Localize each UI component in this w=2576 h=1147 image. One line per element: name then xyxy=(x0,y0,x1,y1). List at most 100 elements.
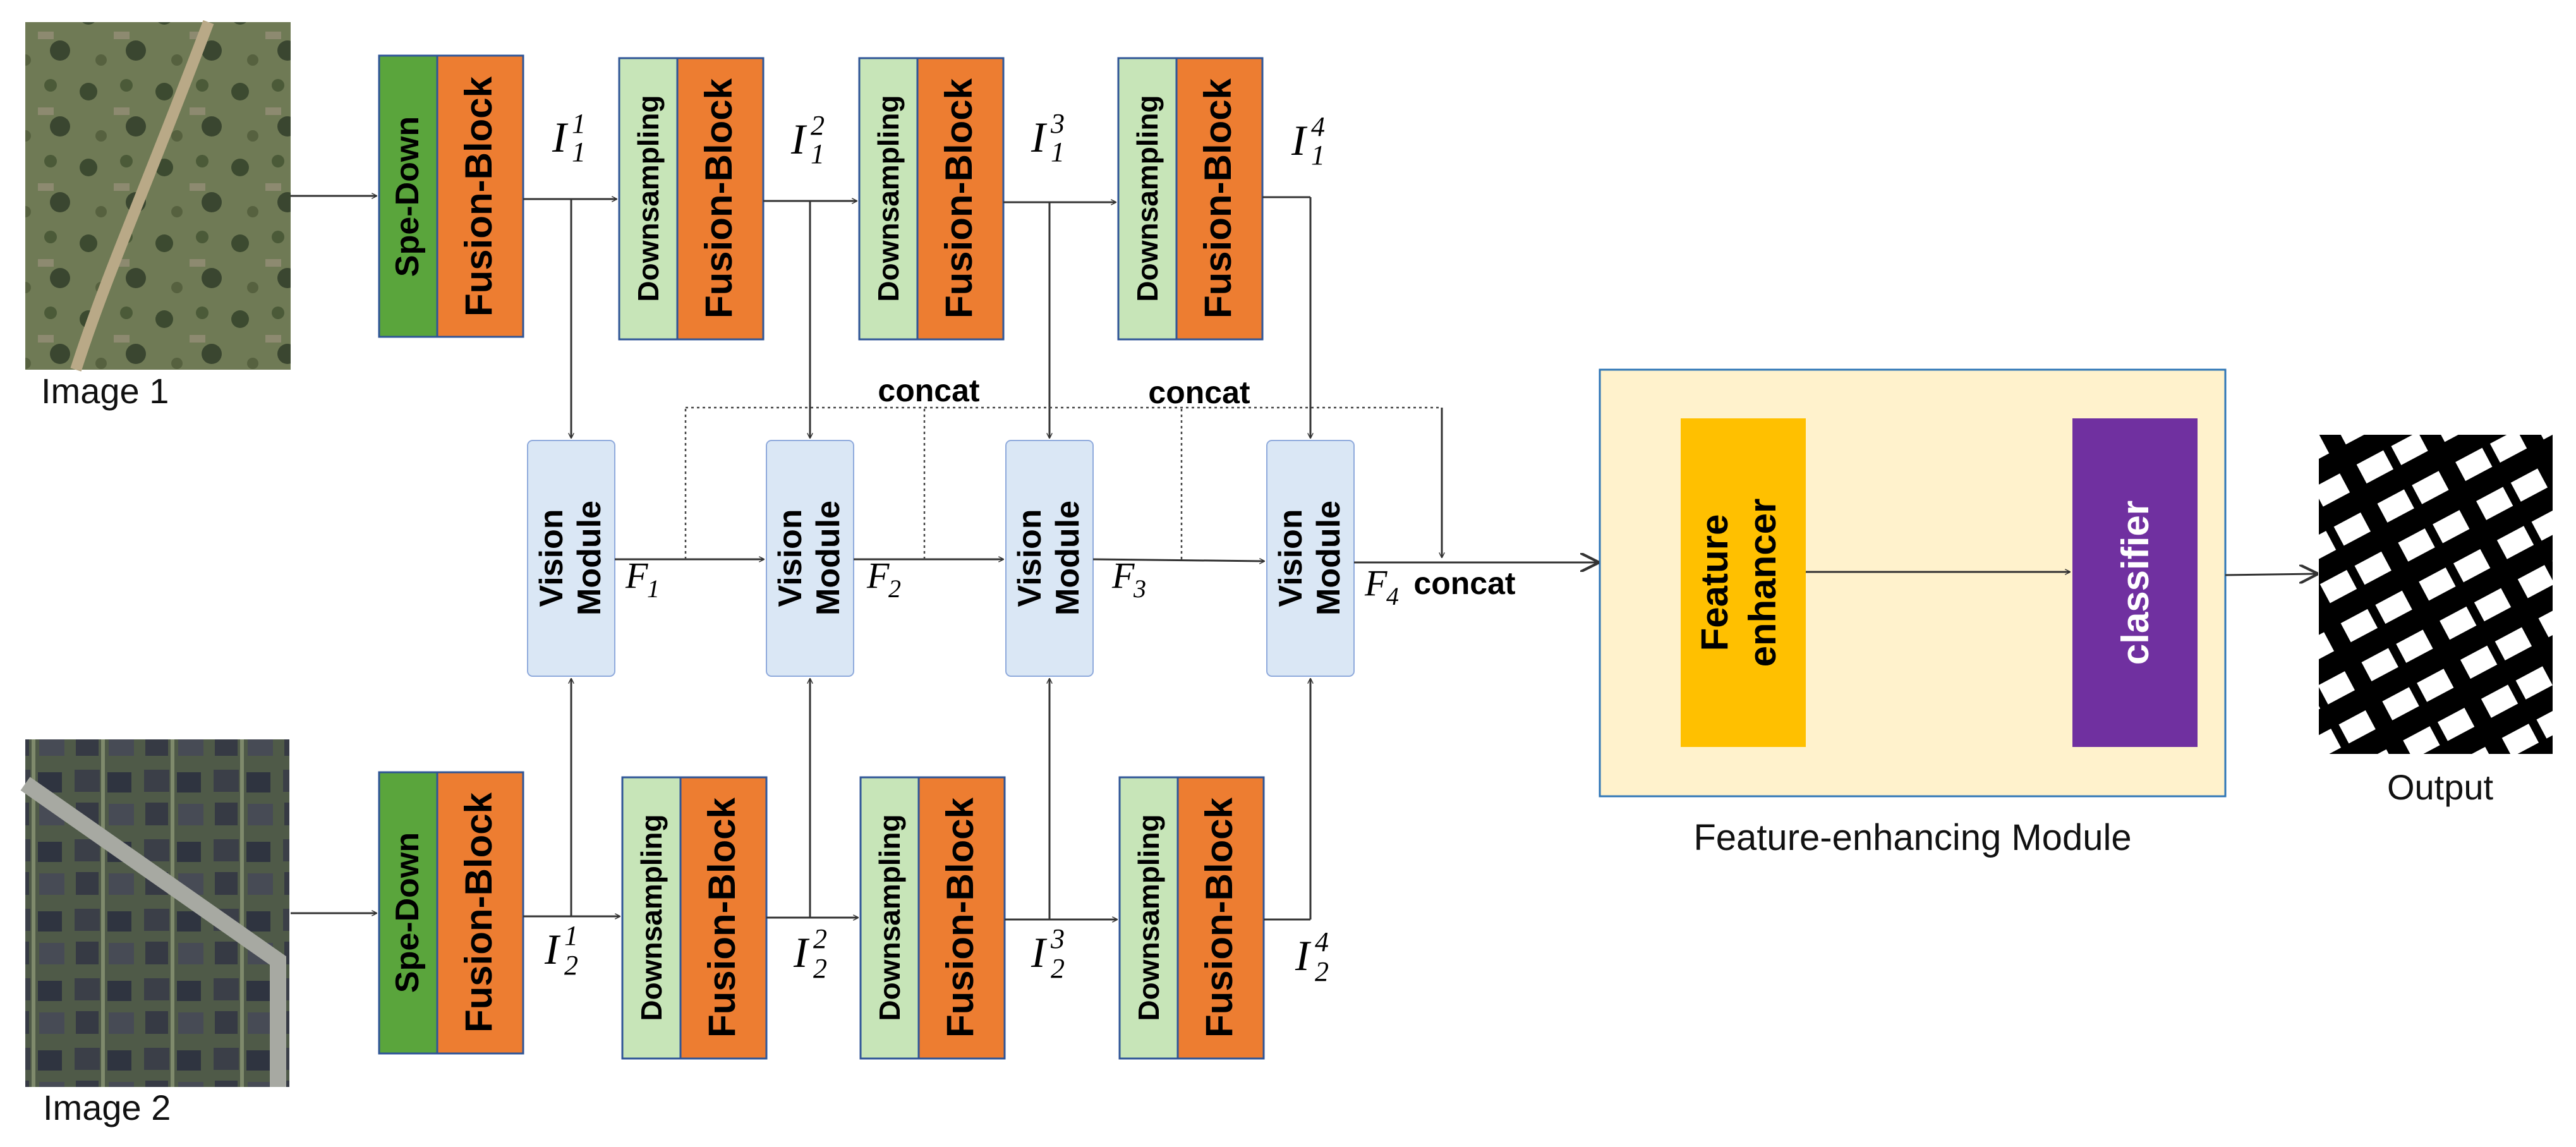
enhancer-label: enhancer xyxy=(1741,499,1784,667)
svg-text:I: I xyxy=(790,115,807,163)
svg-text:2: 2 xyxy=(813,953,827,984)
fusion-block-label: Fusion-Block xyxy=(939,797,981,1038)
fusion-block-label: Fusion-Block xyxy=(1198,797,1240,1038)
symbol-bottom-2: I 2 2 xyxy=(793,923,827,984)
vision-module-4: Vision Module xyxy=(1266,440,1355,677)
symbol-top-4: I 1 4 xyxy=(1291,111,1325,171)
image-2-label: Image 2 xyxy=(43,1088,171,1127)
bottom-spe-down-block: Spe-Down xyxy=(378,771,438,1055)
fusion-block-label: Fusion-Block xyxy=(1197,78,1239,319)
svg-text:1: 1 xyxy=(572,137,586,167)
fusion-block-label: Fusion-Block xyxy=(698,78,740,319)
spe-down-label: Spe-Down xyxy=(389,832,426,993)
bottom-fusion-block-2: Fusion-Block xyxy=(679,776,768,1060)
module-label: Module xyxy=(1310,501,1347,616)
image-1 xyxy=(25,22,291,370)
top-fusion-block-3: Fusion-Block xyxy=(916,57,1005,341)
symbol-f4: F 4 xyxy=(1364,562,1399,610)
svg-text:2: 2 xyxy=(811,110,825,141)
svg-text:1: 1 xyxy=(647,574,660,603)
module-label: Module xyxy=(810,501,847,616)
bottom-fusion-block-1: Fusion-Block xyxy=(436,771,524,1055)
downsampling-label: Downsampling xyxy=(632,95,665,301)
symbol-top-1: I 1 1 xyxy=(552,108,586,167)
svg-text:2: 2 xyxy=(1051,953,1065,984)
svg-text:I: I xyxy=(552,113,569,161)
feature-label: Feature xyxy=(1693,514,1736,652)
spe-down-label: Spe-Down xyxy=(389,116,426,277)
svg-text:2: 2 xyxy=(564,950,578,981)
svg-text:4: 4 xyxy=(1311,111,1325,142)
svg-text:F: F xyxy=(1111,555,1135,596)
module-label: Module xyxy=(571,501,608,616)
top-fusion-block-2: Fusion-Block xyxy=(676,57,765,341)
svg-text:I: I xyxy=(793,928,810,976)
image-2-road xyxy=(20,777,286,1087)
svg-text:2: 2 xyxy=(888,574,901,603)
svg-text:1: 1 xyxy=(1311,140,1325,171)
svg-text:F: F xyxy=(625,555,648,596)
svg-text:3: 3 xyxy=(1133,574,1146,603)
svg-text:1: 1 xyxy=(572,108,586,139)
svg-text:2: 2 xyxy=(1315,956,1329,987)
symbol-top-3: I 1 3 xyxy=(1031,108,1065,167)
svg-text:I: I xyxy=(1031,928,1048,976)
svg-text:4: 4 xyxy=(1386,582,1399,610)
svg-text:F: F xyxy=(1364,562,1388,604)
svg-text:I: I xyxy=(1291,116,1308,164)
top-fusion-block-4: Fusion-Block xyxy=(1175,57,1264,341)
classifier-label: classifier xyxy=(2114,501,2156,665)
concat-label-3: concat xyxy=(1413,566,1516,601)
svg-text:1: 1 xyxy=(811,138,825,169)
symbol-bottom-4: I 2 4 xyxy=(1295,926,1329,987)
symbol-f3: F 3 xyxy=(1111,555,1146,603)
image-1-label: Image 1 xyxy=(41,371,169,411)
output-image xyxy=(2319,435,2553,754)
svg-text:I: I xyxy=(544,925,561,973)
connectors xyxy=(291,196,2316,919)
vision-module-2: Vision Module xyxy=(766,440,854,677)
concat-label-1: concat xyxy=(878,373,980,408)
symbol-bottom-1: I 2 1 xyxy=(544,920,578,981)
output-label: Output xyxy=(2387,767,2494,807)
top-downsampling-2: Downsampling xyxy=(618,57,679,341)
symbol-top-2: I 1 2 xyxy=(790,110,825,169)
svg-text:F: F xyxy=(866,555,890,596)
bottom-downsampling-2: Downsampling xyxy=(621,776,682,1060)
symbol-f2: F 2 xyxy=(866,555,901,603)
vision-label: Vision xyxy=(772,509,809,607)
svg-text:I: I xyxy=(1031,113,1048,161)
image-1-path xyxy=(70,20,214,372)
feature-enhancer-block: Feature enhancer xyxy=(1681,418,1806,747)
svg-text:1: 1 xyxy=(1051,137,1065,167)
fusion-block-label: Fusion-Block xyxy=(701,797,743,1038)
top-fusion-block-1: Fusion-Block xyxy=(436,54,524,338)
vision-label: Vision xyxy=(1273,509,1309,607)
svg-text:4: 4 xyxy=(1315,926,1329,957)
downsampling-label: Downsampling xyxy=(873,814,906,1021)
classifier-block: classifier xyxy=(2072,418,2198,747)
downsampling-label: Downsampling xyxy=(635,814,668,1021)
svg-text:I: I xyxy=(1295,932,1312,980)
concat-skip-connections xyxy=(684,406,1442,559)
fusion-block-label: Fusion-Block xyxy=(938,78,980,319)
image-2 xyxy=(25,739,289,1087)
downsampling-label: Downsampling xyxy=(872,95,905,301)
feature-enhancing-module-label: Feature-enhancing Module xyxy=(1693,817,2131,858)
svg-text:1: 1 xyxy=(564,920,578,951)
fusion-block-label: Fusion-Block xyxy=(457,792,500,1033)
symbol-bottom-3: I 2 3 xyxy=(1031,923,1065,984)
downsampling-label: Downsampling xyxy=(1132,814,1165,1021)
bottom-fusion-block-3: Fusion-Block xyxy=(917,776,1006,1060)
svg-text:2: 2 xyxy=(813,923,827,954)
vision-label: Vision xyxy=(533,509,570,607)
bottom-downsampling-4: Downsampling xyxy=(1118,776,1179,1060)
vision-module-1: Vision Module xyxy=(527,440,615,677)
top-downsampling-4: Downsampling xyxy=(1117,57,1178,341)
fusion-block-label: Fusion-Block xyxy=(457,76,500,317)
svg-text:3: 3 xyxy=(1050,923,1065,954)
svg-text:3: 3 xyxy=(1050,108,1065,139)
top-downsampling-3: Downsampling xyxy=(858,57,919,341)
vision-module-3: Vision Module xyxy=(1005,440,1094,677)
